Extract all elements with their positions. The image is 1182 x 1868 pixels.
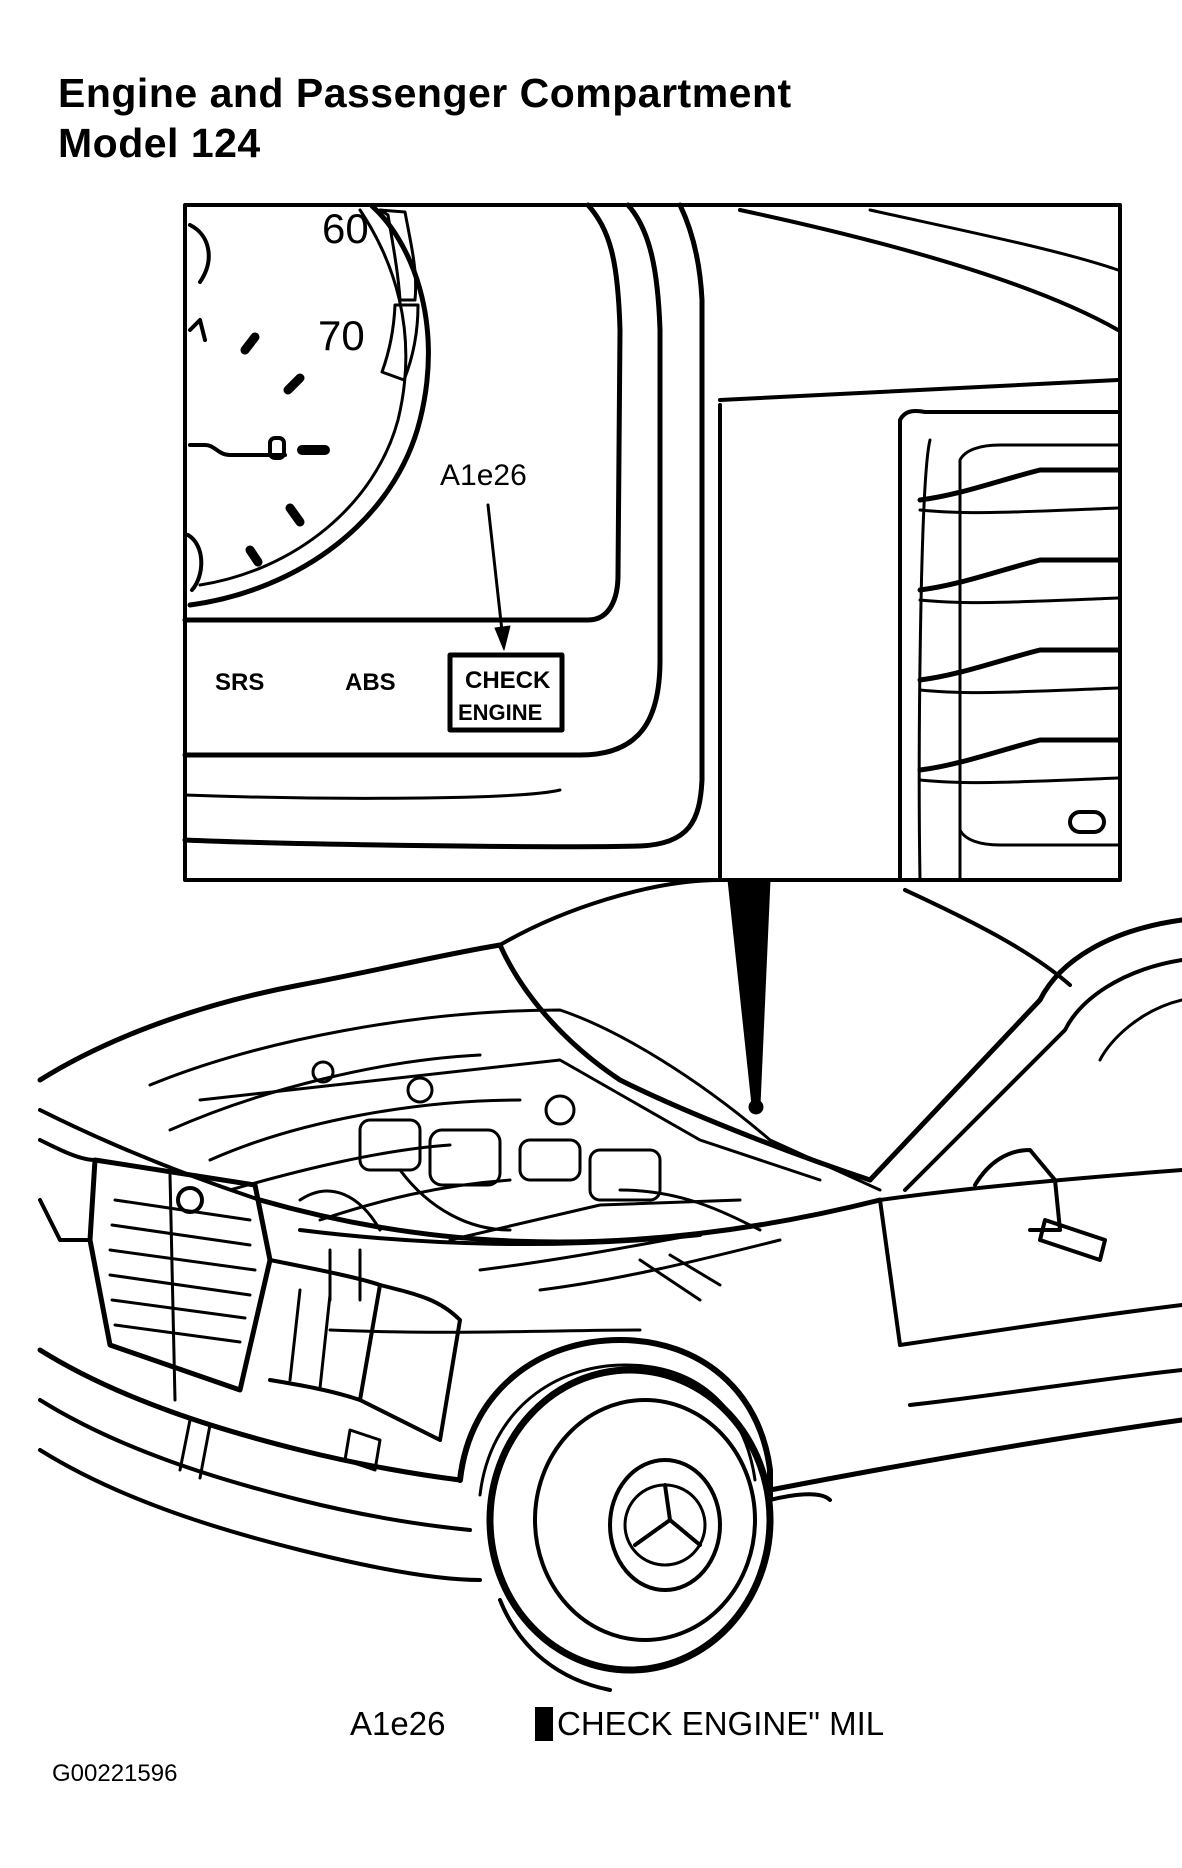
check-engine-lamp-line2: ENGINE [458,700,542,725]
legend-description: CHECK ENGINE" MIL [535,1705,884,1743]
engine-bay [148,1008,882,1302]
check-engine-lamp: CHECK ENGINE [447,652,565,733]
title-line-2: Model 124 [58,120,261,166]
air-vent [898,409,1121,882]
srs-lamp: SRS [215,669,264,696]
abs-lamp: ABS [345,669,396,696]
car-illustration [37,878,1182,1692]
title-line-1: Engine and Passenger Compartment [58,70,792,116]
check-engine-lamp-line1: CHECK [465,667,551,694]
figure-id: G00221596 [52,1760,178,1787]
inset-frame [183,203,1122,882]
speed-mark-70: 70 [318,312,365,359]
legend-description-text: CHECK ENGINE" MIL [557,1705,885,1742]
inset-instrument-cluster: 60 70 [182,202,1122,882]
inset-pointer [727,879,771,1106]
front-wheel [486,1366,774,1692]
speedometer-dial: 60 70 [186,203,431,608]
callout-arrowhead [494,625,511,651]
legend-code: A1e26 [350,1705,446,1742]
diagram-title: Engine and Passenger Compartment Model 1… [58,68,792,168]
callout-label-a1e26: A1e26 [440,459,527,492]
speed-mark-60: 60 [322,205,369,252]
legend-quote-mark [535,1707,553,1741]
callout-leader-line [486,503,505,642]
